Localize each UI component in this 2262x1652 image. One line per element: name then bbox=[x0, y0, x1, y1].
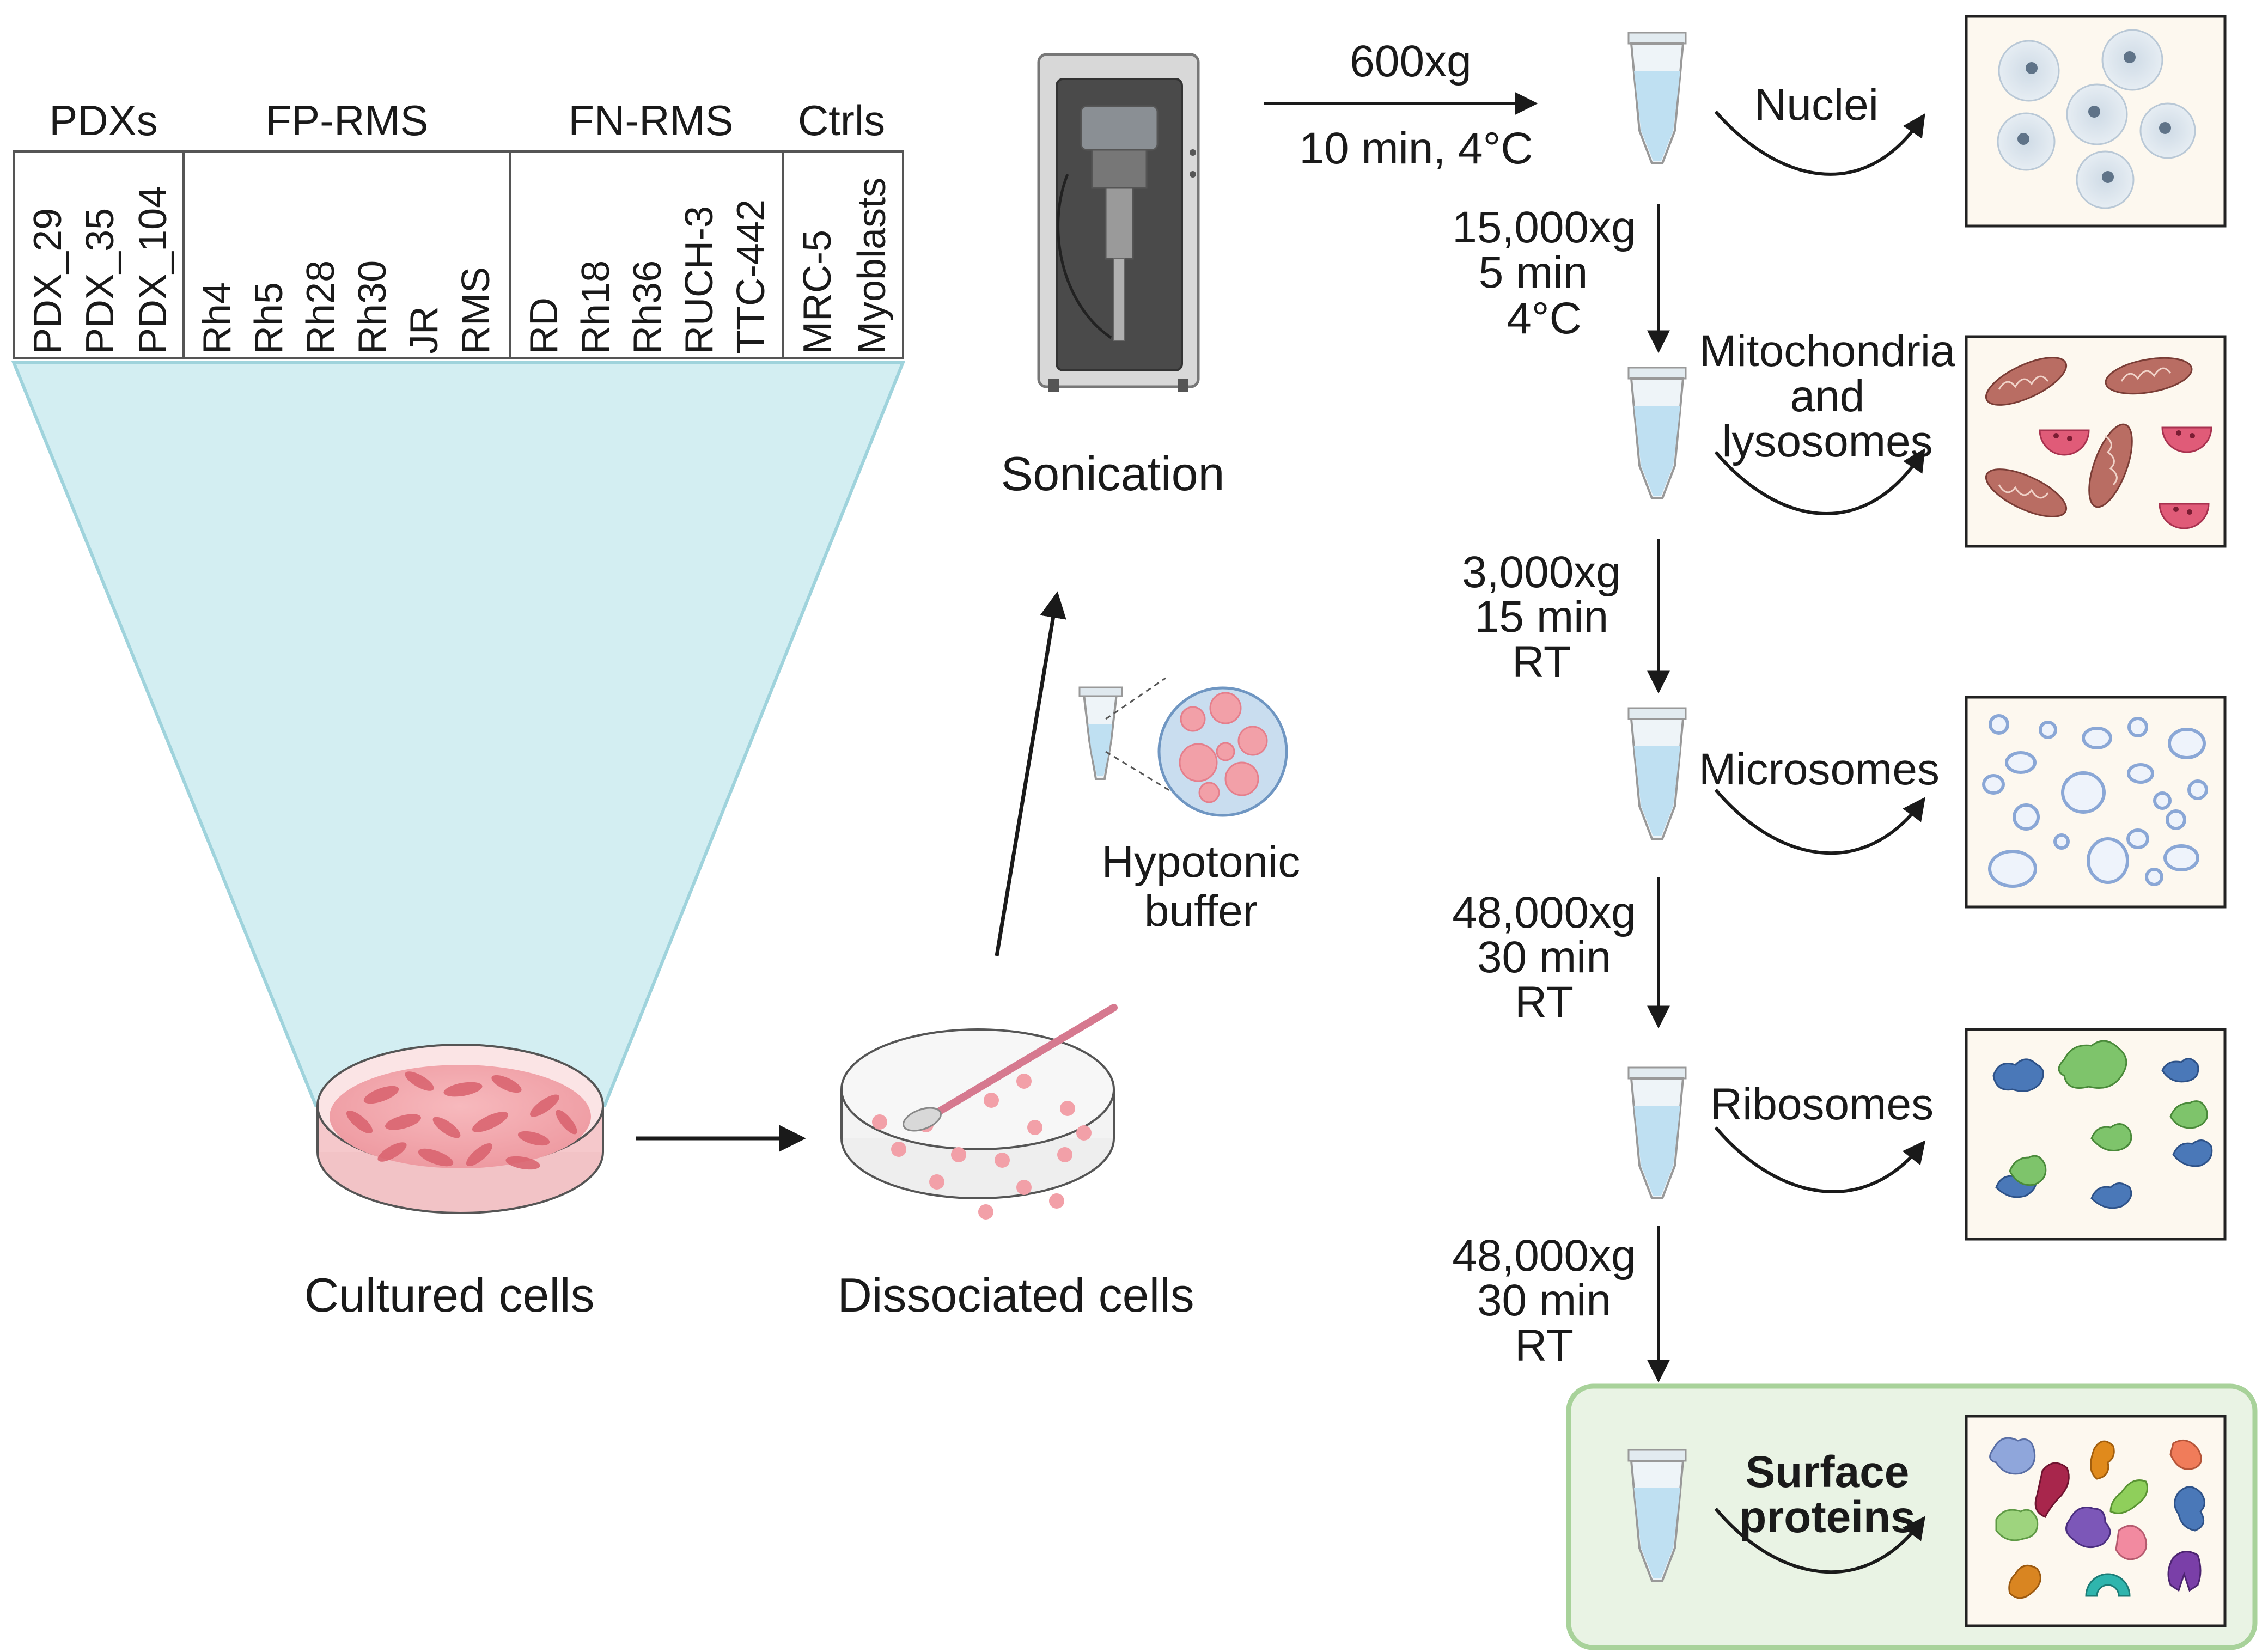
cultured-cells-label: Cultured cells bbox=[304, 1268, 594, 1322]
nuclei-panel bbox=[1965, 15, 2227, 228]
fraction-4-line0: Surface bbox=[1746, 1447, 1910, 1497]
hypotonic-label-line1: Hypotonic bbox=[1102, 837, 1301, 887]
sample-pdx-35: PDX_35 bbox=[78, 208, 122, 354]
group-header-pdxs: PDXs bbox=[49, 96, 157, 144]
spin-2-line2: RT bbox=[1512, 637, 1571, 687]
fraction-4-line1: proteins bbox=[1739, 1492, 1915, 1542]
fraction-arrow-3 bbox=[1714, 1126, 1926, 1193]
sample-jr: JR bbox=[403, 306, 446, 354]
sample-rh36: Rh36 bbox=[626, 260, 669, 354]
tube-2 bbox=[1627, 707, 1687, 840]
spin-1-line2: 4°C bbox=[1507, 294, 1582, 343]
spin-3-line2: RT bbox=[1515, 978, 1574, 1027]
fraction-3-label: Ribosomes bbox=[1710, 1080, 1934, 1129]
dissociated-cells-dish bbox=[840, 1004, 1118, 1220]
spin-1-line0: 15,000xg bbox=[1452, 203, 1636, 252]
tube-3 bbox=[1627, 1066, 1687, 1199]
microsomes-panel bbox=[1965, 696, 2227, 909]
hypotonic-buffer-icon bbox=[1078, 677, 1288, 817]
sample-myoblasts: Myoblasts bbox=[850, 178, 894, 354]
arrow-to-sonication bbox=[995, 591, 1066, 956]
spin-2-line0: 3,000xg bbox=[1462, 547, 1621, 597]
group-header-fn-rms: FN-RMS bbox=[568, 96, 733, 144]
sample-pdx-29: PDX_29 bbox=[26, 208, 70, 354]
dissociated-cells-label: Dissociated cells bbox=[837, 1268, 1194, 1322]
fraction-2-label: Microsomes bbox=[1699, 745, 1940, 794]
tube-4 bbox=[1627, 1449, 1687, 1582]
group-header-fp-rms: FP-RMS bbox=[266, 96, 429, 144]
spin-2-line1: 15 min bbox=[1474, 592, 1608, 642]
spin-4-line0: 48,000xg bbox=[1452, 1231, 1636, 1281]
ribosomes-panel bbox=[1965, 1028, 2227, 1241]
spin-4-line1: 30 min bbox=[1477, 1276, 1611, 1325]
fraction-1-line2: lysosomes bbox=[1722, 417, 1932, 466]
spin-3-line1: 30 min bbox=[1477, 932, 1611, 982]
fraction-arrow-4 bbox=[1714, 1508, 1925, 1574]
fraction-1-line1: and bbox=[1790, 371, 1865, 421]
sample-rh4: Rh4 bbox=[196, 282, 239, 354]
hypotonic-label-line2: buffer bbox=[1144, 886, 1258, 936]
spin-0-line1: 10 min, 4°C bbox=[1299, 124, 1533, 173]
spin-4-line2: RT bbox=[1515, 1321, 1574, 1370]
fraction-arrow-0 bbox=[1714, 111, 1925, 176]
zoom-cone bbox=[11, 361, 906, 1107]
sonication-label: Sonication bbox=[1001, 447, 1225, 501]
mitochondria-lysosomes-panel bbox=[1965, 335, 2227, 548]
sample-rh5: Rh5 bbox=[247, 282, 291, 354]
cultured-cells-dish bbox=[316, 1044, 604, 1214]
sample-rms: RMS bbox=[454, 267, 498, 354]
surface-proteins-panel bbox=[1965, 1415, 2227, 1627]
sample-ruch-3: RUCH-3 bbox=[678, 206, 721, 354]
fraction-arrow-1 bbox=[1714, 448, 1925, 515]
table-frame bbox=[13, 150, 904, 359]
sample-rh30: Rh30 bbox=[351, 260, 394, 354]
sample-rh28: Rh28 bbox=[299, 260, 343, 354]
sample-rd: RD bbox=[522, 297, 566, 354]
sonicator-icon bbox=[1037, 53, 1200, 392]
tube-1 bbox=[1627, 367, 1687, 499]
spin-3-line0: 48,000xg bbox=[1452, 888, 1636, 937]
fraction-1-line0: Mitochondria bbox=[1699, 326, 1955, 376]
spin-0-line0: 600xg bbox=[1350, 36, 1471, 86]
group-header-ctrls: Ctrls bbox=[798, 96, 885, 144]
sample-pdx-104: PDX_104 bbox=[131, 186, 175, 354]
tube-0 bbox=[1627, 32, 1687, 164]
sample-mrc-5: MRC-5 bbox=[796, 230, 839, 354]
cell-line-table: PDXs FP-RMS FN-RMS Ctrls PDX_29 PDX_35 P… bbox=[13, 96, 904, 359]
sample-ttc-442: TTC-442 bbox=[729, 199, 773, 354]
sample-rh18: Rh18 bbox=[574, 260, 618, 354]
fraction-arrow-2 bbox=[1714, 789, 1925, 855]
spin-1-line1: 5 min bbox=[1479, 248, 1588, 297]
fraction-0-label: Nuclei bbox=[1754, 80, 1879, 130]
